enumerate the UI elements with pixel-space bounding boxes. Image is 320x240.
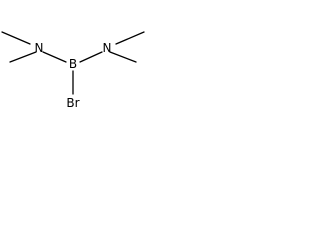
atom-br: Br [66, 96, 79, 110]
bond-me-top-left-n-left [1, 31, 31, 45]
atom-n-right: N [103, 41, 112, 55]
structure-diagram: N B N Br [1, 31, 145, 110]
bond-n-right-me-top-right [115, 31, 145, 45]
atom-b: B [69, 57, 77, 71]
bond-me-bottom-left-n-left [9, 51, 37, 63]
atom-n-left: N [35, 41, 44, 55]
bond-n-left-b [42, 51, 67, 63]
bond-n-right-me-bottom-right [109, 51, 137, 63]
bond-b-n-right [79, 51, 103, 63]
